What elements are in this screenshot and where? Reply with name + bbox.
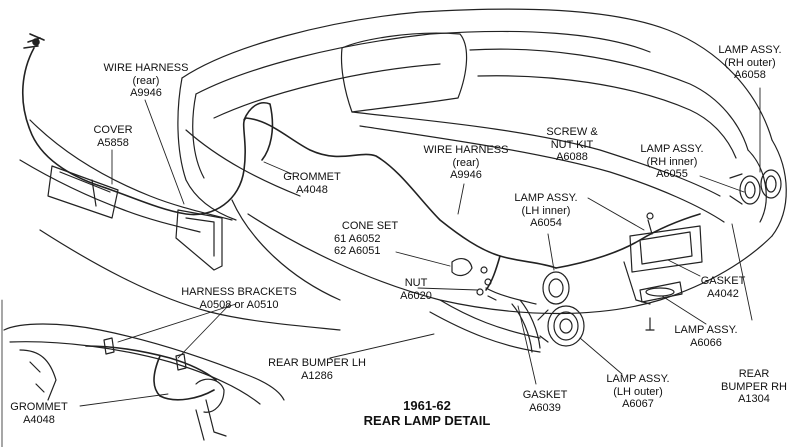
- rear-bumper-lh: [429, 287, 541, 353]
- callout-line: LAMP ASSY.: [718, 44, 782, 56]
- callout-line: A6067: [622, 398, 654, 410]
- callout-line: A4048: [23, 413, 55, 426]
- callout-harness-brackets: HARNESS BRACKETS A0508 or A0510: [176, 286, 302, 311]
- callout-line: A6054: [530, 217, 562, 229]
- callout-lamp-rh-outer: LAMP ASSY. (RH outer) A6058: [708, 44, 792, 82]
- callout-line: A6020: [400, 289, 432, 302]
- callout-line: GROMMET: [283, 171, 341, 183]
- callout-cover: COVER A5858: [78, 124, 148, 149]
- callout-lamp-lh-outer: LAMP ASSY. (LH outer) A6067: [596, 373, 680, 411]
- callout-line: A1304: [738, 393, 770, 405]
- callout-line: GASKET: [700, 275, 746, 287]
- callout-line: REAR BUMPER LH: [268, 357, 366, 369]
- callout-line: GASKET: [522, 389, 568, 401]
- cone-hardware: [451, 258, 497, 301]
- callout-lamp-rh-inner: LAMP ASSY. (RH inner) A6055: [630, 143, 714, 181]
- callout-wire-harness-upper: WIRE HARNESS (rear) A9946: [92, 62, 200, 100]
- callout-line: NUT: [404, 277, 428, 289]
- callout-line: LAMP ASSY.: [514, 192, 578, 204]
- callout-cone-set: CONE SET 61 A6052 62 A6051: [334, 220, 406, 258]
- callout-line: (rear): [452, 156, 480, 169]
- callout-line: A0508 or A0510: [199, 298, 279, 311]
- callout-nut: NUT A6020: [390, 277, 442, 302]
- cover-panel: [47, 165, 223, 271]
- callout-line: A5858: [97, 136, 129, 149]
- callout-line: NUT KIT: [550, 138, 594, 151]
- callout-line: A4042: [707, 287, 739, 300]
- callout-lamp-lh-inner: LAMP ASSY. (LH inner) A6054: [504, 192, 588, 230]
- callout-line: A9946: [130, 87, 162, 99]
- callout-wire-harness-mid: WIRE HARNESS (rear) A9946: [412, 144, 520, 182]
- callout-rear-bumper-lh: REAR BUMPER LH A1286: [262, 357, 372, 382]
- callout-grommet-lower: GROMMET A4048: [2, 401, 76, 426]
- callout-line: GROMMET: [10, 401, 68, 413]
- callout-gasket-lower: GASKET A6039: [514, 389, 576, 414]
- callout-line: SCREW &: [546, 126, 598, 138]
- title-year: 1961-62: [403, 398, 451, 413]
- callout-line: CONE SET: [341, 220, 399, 232]
- callout-line: (RH outer): [724, 56, 776, 69]
- inset-detail: [1, 299, 285, 447]
- callout-line: (LH inner): [521, 204, 571, 217]
- car-body-outline: [19, 8, 787, 331]
- callout-line: A9946: [450, 169, 482, 181]
- callout-line: A4048: [296, 183, 328, 196]
- callout-line: COVER: [93, 124, 133, 136]
- callout-line: A1286: [301, 369, 333, 382]
- callout-line: WIRE HARNESS: [423, 144, 509, 156]
- callout-line: LAMP ASSY.: [606, 373, 670, 385]
- callout-line: 62 A6051: [334, 245, 381, 257]
- callout-lamp-66: LAMP ASSY. A6066: [664, 324, 748, 349]
- callout-line: WIRE HARNESS: [103, 62, 189, 74]
- callout-rear-bumper-rh: REAR BUMPER RH A1304: [716, 368, 792, 406]
- callout-line: (rear): [132, 74, 160, 87]
- callout-gasket-right: GASKET A4042: [692, 275, 754, 300]
- callout-line: 61 A6052: [334, 232, 381, 245]
- callout-line: A6058: [734, 69, 766, 81]
- callout-line: REAR: [738, 368, 770, 380]
- diagram-title: 1961-62 REAR LAMP DETAIL: [352, 398, 502, 428]
- callout-screw-nut-kit: SCREW & NUT KIT A6088: [532, 126, 612, 164]
- callout-line: A6088: [556, 151, 588, 163]
- callout-line: (LH outer): [613, 385, 663, 398]
- lh-lamps: [511, 271, 585, 353]
- callout-line: LAMP ASSY.: [674, 324, 738, 336]
- callout-line: HARNESS BRACKETS: [181, 286, 297, 298]
- title-subject: REAR LAMP DETAIL: [363, 413, 491, 428]
- callout-grommet-upper: GROMMET A4048: [272, 171, 352, 196]
- callout-line: BUMPER RH: [720, 380, 787, 393]
- callout-line: (RH inner): [646, 155, 698, 168]
- leader-lines: [79, 87, 761, 407]
- callout-line: A6066: [690, 336, 722, 349]
- callout-line: A6055: [656, 168, 688, 180]
- callout-line: A6039: [529, 401, 561, 414]
- license-housing: [623, 212, 703, 331]
- rh-lamps: [729, 169, 782, 205]
- callout-line: LAMP ASSY.: [640, 143, 704, 155]
